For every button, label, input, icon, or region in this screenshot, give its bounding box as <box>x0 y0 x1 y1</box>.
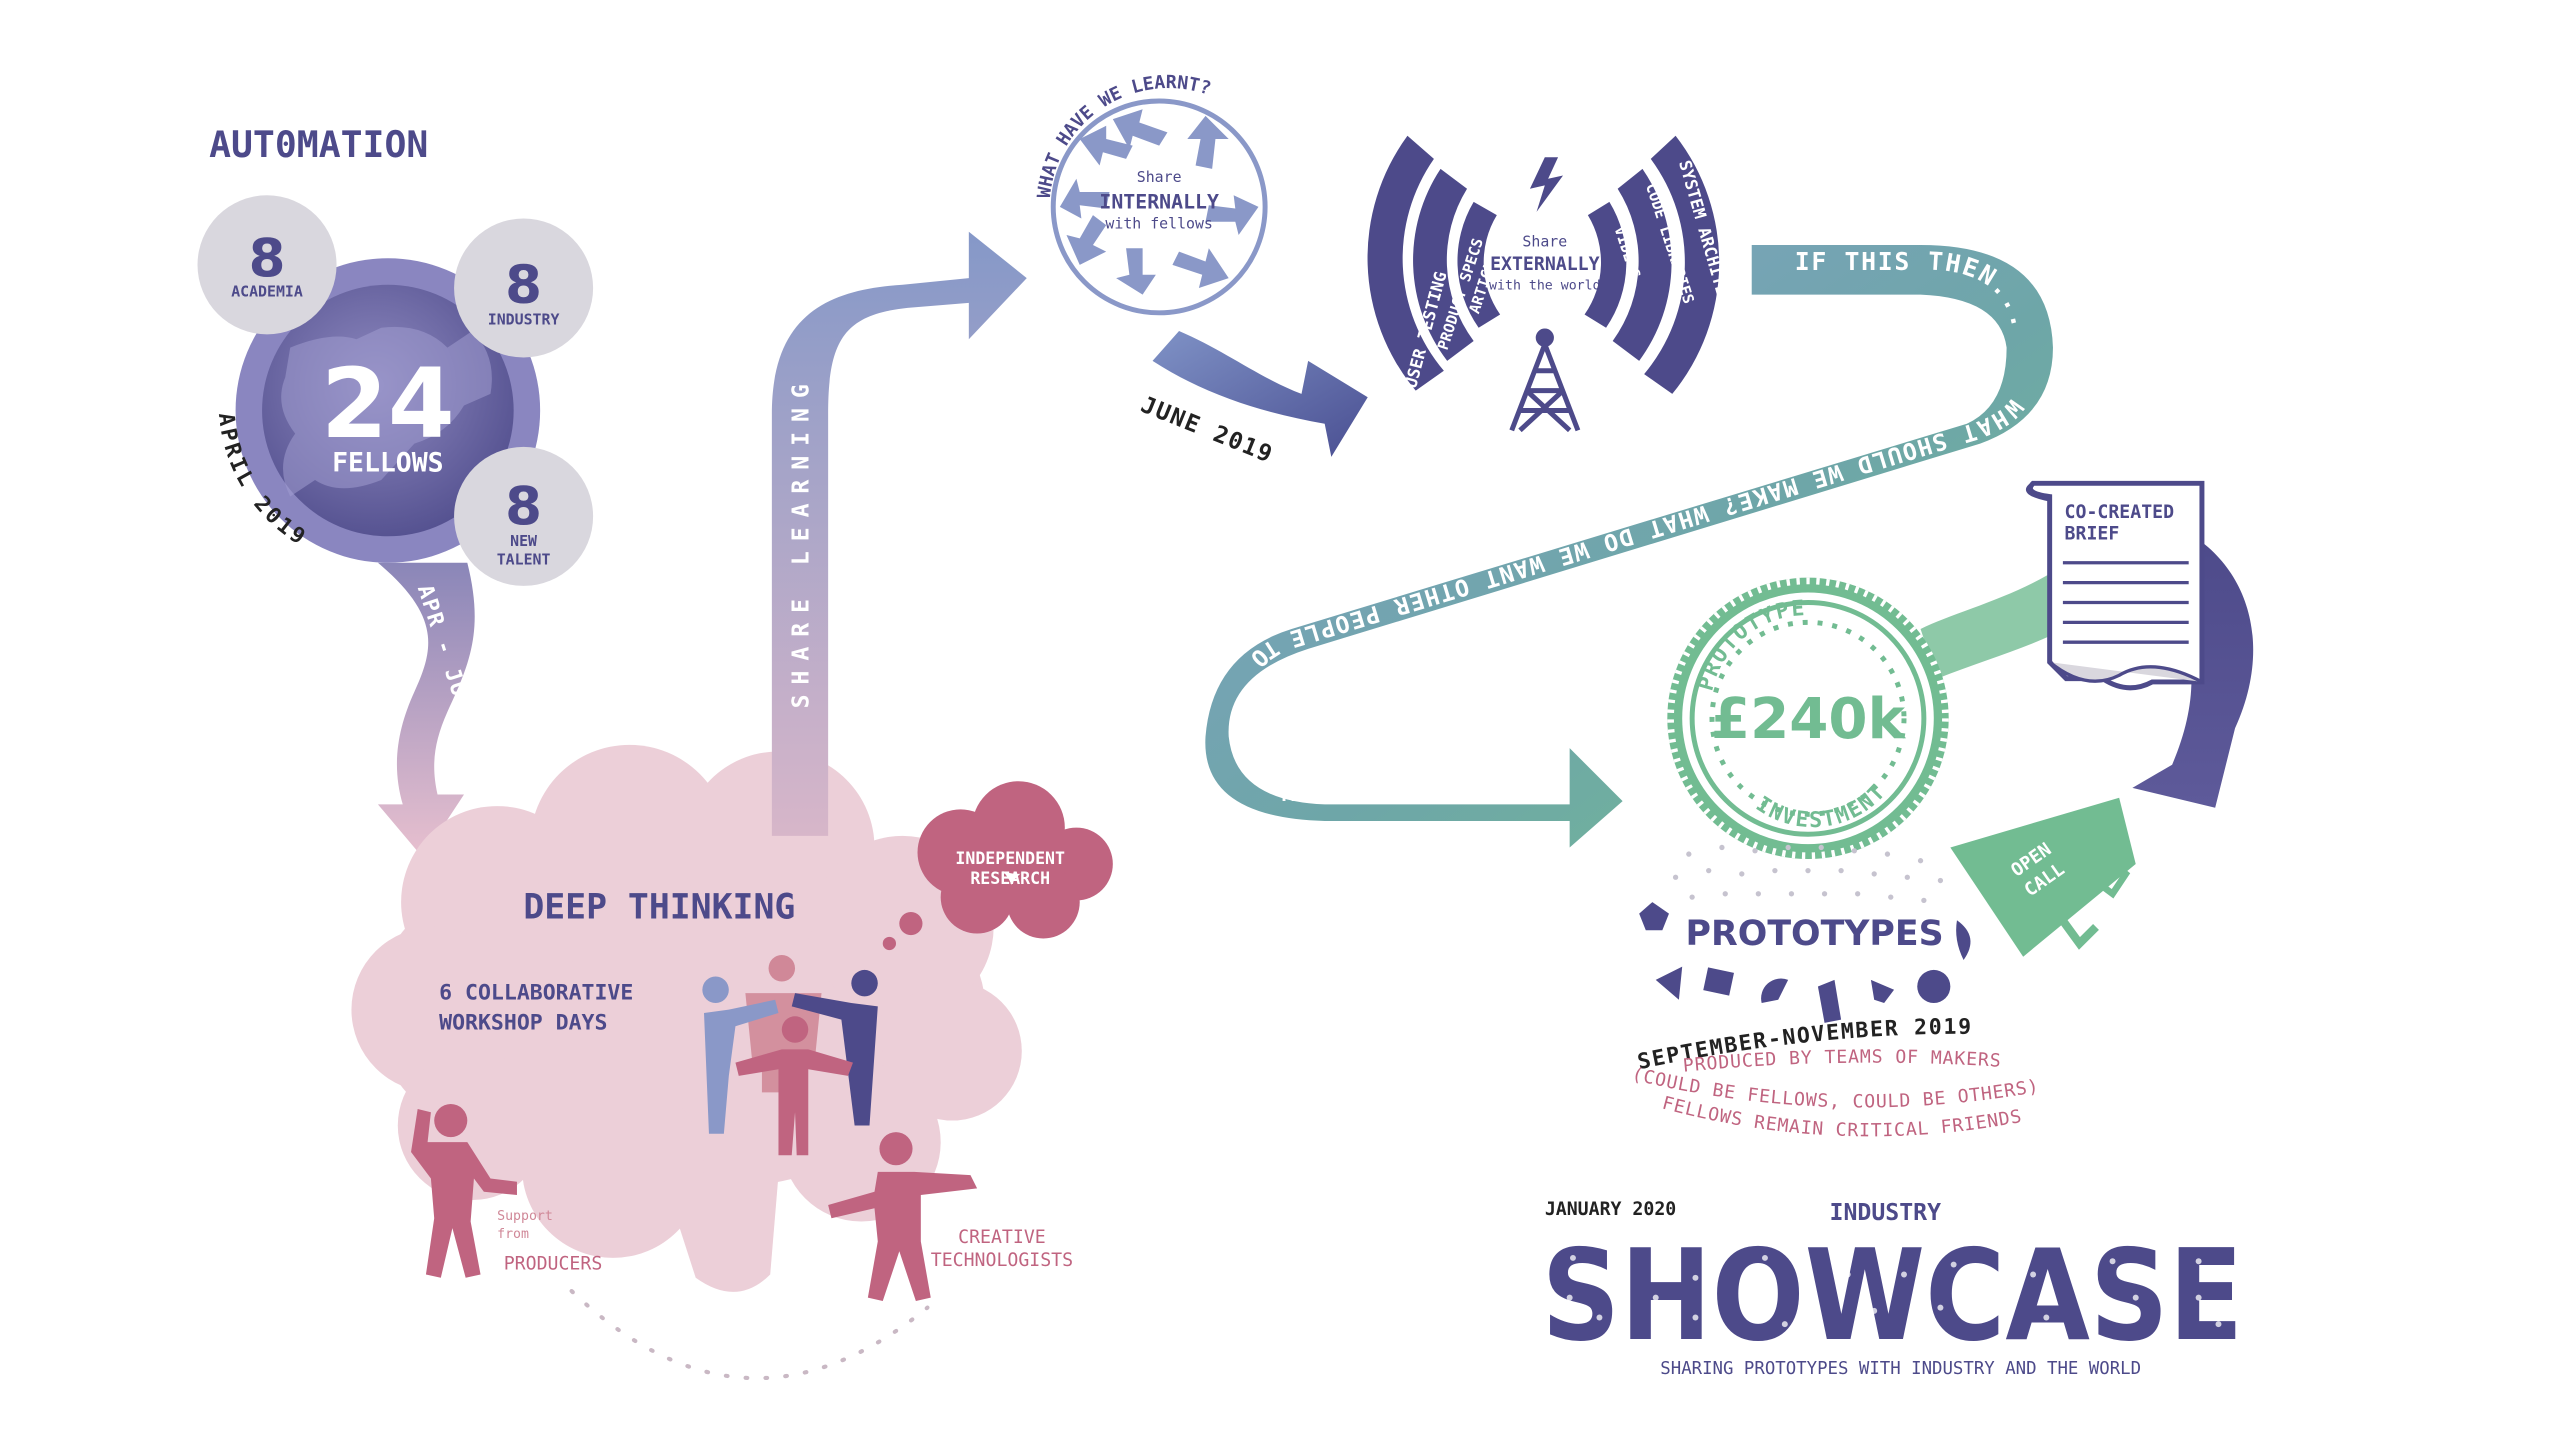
new-talent-bubble: 8 NEW TALENT <box>454 446 594 586</box>
new-talent-count: 8 <box>505 477 542 538</box>
lightning-icon <box>1529 157 1564 212</box>
independent-research-line-2: RESEARCH <box>970 869 1050 888</box>
megaphone-icon <box>1950 797 2136 957</box>
share-learning-arrow <box>771 231 1027 836</box>
investment-amount: £240k <box>1711 687 1907 752</box>
prototype-shapes <box>1639 902 1971 1023</box>
deep-thinking-title: DEEP THINKING <box>523 888 795 928</box>
cycle-arrows-icon <box>1059 109 1259 295</box>
pentagon-shape <box>1639 902 1669 931</box>
independent-research-cloud <box>882 781 1113 951</box>
marquee-lights <box>1566 1254 2222 1328</box>
brief-line-1: CO-CREATED <box>2065 502 2175 523</box>
crescent-shape <box>1956 920 1971 960</box>
industry-count: 8 <box>505 255 542 316</box>
creative-technologist-person-icon <box>828 1132 978 1301</box>
producer-person-icon <box>411 1104 517 1278</box>
fellows-total-label: FELLOWS <box>332 448 444 479</box>
trapezoid-shape <box>1870 979 1895 1004</box>
share-learning-label: SHARE LEARNING <box>787 374 814 708</box>
showcase-label: INDUSTRY <box>1830 1199 1942 1226</box>
radio-tower-icon <box>1509 328 1581 433</box>
square-shape <box>1703 967 1734 996</box>
new-talent-label-2: TALENT <box>497 550 551 568</box>
academia-circle <box>197 195 337 335</box>
showcase-date: JANUARY 2020 <box>1545 1199 1676 1220</box>
showcase-subtitle: SHARING PROTOTYPES WITH INDUSTRY AND THE… <box>1660 1359 2141 1379</box>
june-arrow <box>1152 331 1368 457</box>
seal-dotted-ring <box>1709 619 1907 817</box>
support-dotted-arc <box>569 1288 930 1381</box>
seal-serrated-edge <box>1667 577 1949 860</box>
creative-technologists-line-1: CREATIVE <box>958 1227 1046 1248</box>
confetti-dots <box>1672 844 1944 904</box>
industry-circle <box>454 218 594 358</box>
academia-bubble: 8 ACADEMIA <box>197 195 337 335</box>
new-talent-circle <box>454 446 594 586</box>
make-label: MAKE? <box>1282 780 1360 807</box>
with-fellows-label: with fellows <box>1105 214 1212 232</box>
brief-line-2: BRIEF <box>2065 524 2120 545</box>
seal-outline <box>1689 600 1927 837</box>
with-the-world-label: with the world <box>1489 279 1601 294</box>
triangle-shape <box>1655 966 1683 1000</box>
externally-label: EXTERNALLY <box>1490 254 1600 275</box>
map-landmass-icon <box>281 326 492 497</box>
new-talent-label-1: NEW <box>510 532 537 550</box>
showcase-title: SHOWCASE <box>1542 1222 2244 1369</box>
producers-label: PRODUCERS <box>504 1254 603 1275</box>
industry-bubble: 8 INDUSTRY <box>454 218 594 358</box>
internally-label: INTERNALLY <box>1099 191 1219 214</box>
independent-research-line-1: INDEPENDENT <box>955 849 1065 868</box>
support-from-line-1: Support <box>497 1209 553 1224</box>
industry-label: INDUSTRY <box>488 310 560 328</box>
workshop-line-2: WORKSHOP DAYS <box>439 1011 607 1036</box>
apr-jun-arrow <box>377 562 475 858</box>
brief-connector <box>1920 566 2070 679</box>
page-title: AUT0MATION <box>209 123 428 166</box>
workshop-line-1: 6 COLLABORATIVE <box>439 981 633 1006</box>
seal-inner-ring <box>1682 592 1934 845</box>
circle-shape <box>1917 969 1951 1004</box>
brief-document-icon <box>2026 480 2205 691</box>
academia-label: ACADEMIA <box>231 282 303 300</box>
internal-share-label: Share <box>1137 168 1182 186</box>
academia-count: 8 <box>249 228 286 289</box>
fellows-total: 24 <box>321 348 455 460</box>
bar-shape <box>1817 979 1842 1023</box>
creative-technologists-line-2: TECHNOLOGISTS <box>931 1250 1073 1271</box>
broadcast-waves-left <box>1367 135 1501 391</box>
quarter-circle-shape <box>1761 978 1789 1004</box>
collaborating-people-icon <box>702 955 878 1156</box>
broadcast-waves-right <box>1584 135 1720 394</box>
if-this-then-path <box>1205 244 2053 848</box>
support-from-line-2: from <box>497 1227 529 1242</box>
prototypes-title: PROTOTYPES <box>1686 914 1944 954</box>
external-share-label: Share <box>1522 233 1567 251</box>
